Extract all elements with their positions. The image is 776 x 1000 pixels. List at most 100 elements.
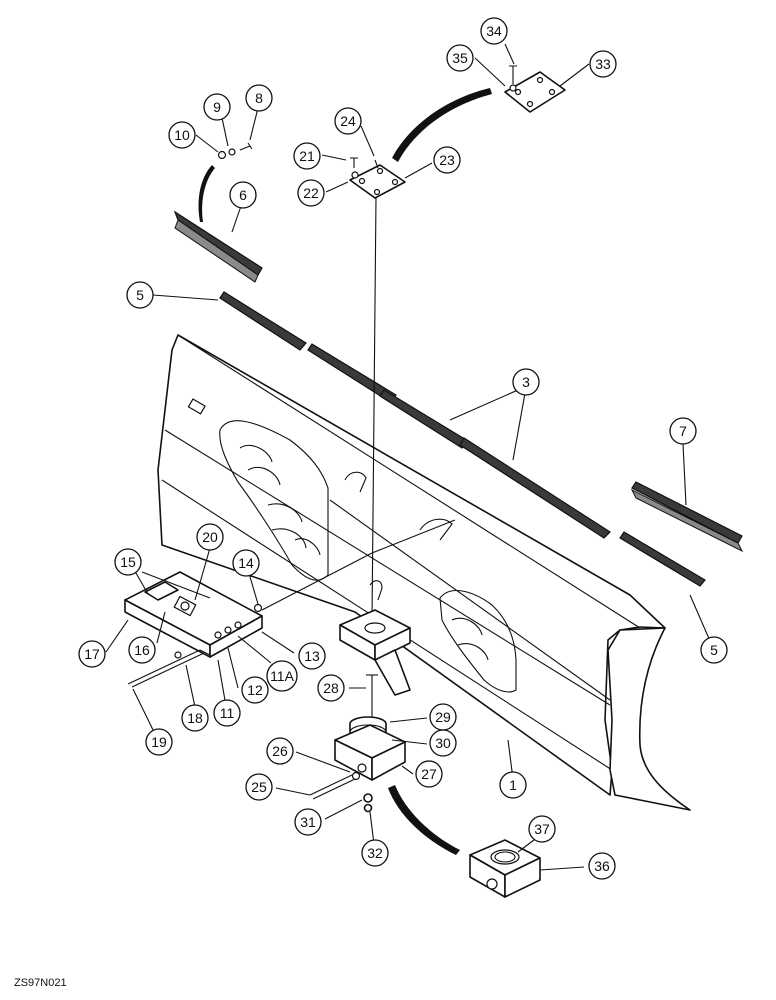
callout-17: 17 [78, 640, 106, 668]
callout-label: 18 [187, 710, 203, 726]
left-bracket-assembly [124, 519, 456, 688]
callout-label: 34 [486, 23, 502, 39]
callout-label: 33 [595, 56, 611, 72]
callout-5a: 5 [126, 281, 154, 309]
callout-11a: 11A [266, 660, 298, 692]
callout-circle [145, 728, 173, 756]
callout-circle [528, 815, 556, 843]
callout-circle [294, 808, 322, 836]
callout-label: 27 [421, 766, 437, 782]
callout-label: 23 [439, 152, 455, 168]
callout-circle [499, 771, 527, 799]
callout-label: 13 [304, 648, 320, 664]
callout-label: 6 [239, 187, 247, 203]
callout-circle [415, 760, 443, 788]
callout-circle [232, 549, 260, 577]
callout-7: 7 [669, 417, 697, 445]
callout-label: 19 [151, 734, 167, 750]
callout-label: 8 [255, 90, 263, 106]
callout-circle [446, 44, 474, 72]
callout-label: 15 [120, 554, 136, 570]
callout-circle [588, 852, 616, 880]
callout-label: 16 [134, 642, 150, 658]
callout-circle [229, 181, 257, 209]
callout-12: 12 [241, 676, 269, 704]
callout-label: 28 [323, 680, 339, 696]
callout-33: 33 [589, 50, 617, 78]
callout-circle [298, 642, 326, 670]
callout-label: 36 [594, 858, 610, 874]
callout-circle [181, 704, 209, 732]
leader-lines [105, 43, 715, 871]
callout-20: 20 [196, 523, 224, 551]
callout-24: 24 [334, 107, 362, 135]
callout-29: 29 [429, 703, 457, 731]
callout-circle [293, 142, 321, 170]
callout-label: 11A [270, 668, 295, 684]
callout-label: 31 [300, 814, 316, 830]
callout-19: 19 [145, 728, 173, 756]
callout-label: 29 [435, 709, 451, 725]
callout-35: 35 [446, 44, 474, 72]
callout-9: 9 [203, 93, 231, 121]
pivot-assembly [309, 609, 411, 813]
assembly-arrows [198, 88, 492, 855]
callout-label: 25 [251, 779, 267, 795]
callout-32: 32 [361, 839, 389, 867]
callout-21: 21 [293, 142, 321, 170]
callout-11: 11 [213, 699, 241, 727]
callout-circle [196, 523, 224, 551]
callout-27: 27 [415, 760, 443, 788]
callout-circle [78, 640, 106, 668]
callout-circle [361, 839, 389, 867]
callout-circle [126, 281, 154, 309]
callout-circle [241, 676, 269, 704]
callout-circle [213, 699, 241, 727]
callout-30: 30 [429, 729, 457, 757]
callout-26: 26 [266, 737, 294, 765]
pivot-housing [469, 839, 541, 898]
callout-label: 3 [522, 374, 530, 390]
callout-34: 34 [480, 17, 508, 45]
callout-circle [317, 674, 345, 702]
callout-label: 37 [534, 821, 550, 837]
callout-circle [297, 179, 325, 207]
callout-16: 16 [128, 636, 156, 664]
callout-18: 18 [181, 704, 209, 732]
callout-circle [589, 50, 617, 78]
callout-circle [203, 93, 231, 121]
callout-label: 30 [435, 735, 451, 751]
callout-circle [245, 773, 273, 801]
callout-circle [700, 636, 728, 664]
callout-31: 31 [294, 808, 322, 836]
callout-circle [334, 107, 362, 135]
callout-label: 22 [303, 185, 319, 201]
callout-23: 23 [433, 146, 461, 174]
callout-label: 20 [202, 529, 218, 545]
callout-label: 17 [84, 646, 100, 662]
callout-36: 36 [588, 852, 616, 880]
callout-circle [512, 368, 540, 396]
callout-6: 6 [229, 181, 257, 209]
callout-label: 26 [272, 743, 288, 759]
top-right-plate [504, 65, 566, 113]
callout-label: 21 [299, 148, 315, 164]
callout-label: 9 [213, 99, 221, 115]
callout-circle [480, 17, 508, 45]
callout-circle [433, 146, 461, 174]
drawing-code: ZS97N021 [14, 977, 67, 989]
callout-label: 35 [452, 50, 468, 66]
callout-25: 25 [245, 773, 273, 801]
bolt-group-8-10 [217, 142, 253, 160]
callout-label: 12 [247, 682, 263, 698]
callout-circle [245, 84, 273, 112]
callout-8: 8 [245, 84, 273, 112]
callout-label: 11 [220, 705, 235, 721]
callout-1: 1 [499, 771, 527, 799]
callout-circle [266, 660, 298, 692]
callout-28: 28 [317, 674, 345, 702]
callout-label: 10 [174, 127, 190, 143]
callout-22: 22 [297, 179, 325, 207]
callout-label: 32 [367, 845, 383, 861]
